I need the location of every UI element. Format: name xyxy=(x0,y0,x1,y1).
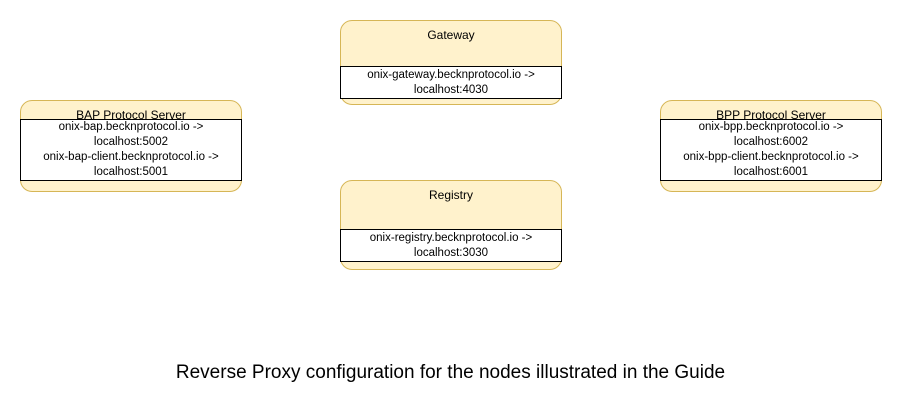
mapping-target: localhost:3030 xyxy=(413,246,489,259)
mapping-target: localhost:5002 xyxy=(93,136,169,148)
node-registry-mappings: onix-registry.becknprotocol.io -> localh… xyxy=(340,229,562,262)
node-bap-protocol-server[interactable]: BAP Protocol Server onix-bap.becknprotoc… xyxy=(20,100,242,192)
node-gateway-mappings: onix-gateway.becknprotocol.io -> localho… xyxy=(340,66,562,99)
node-gateway-title: Gateway xyxy=(427,28,475,42)
node-bpp-title: BPP Protocol Server xyxy=(716,108,826,122)
mapping-source: onix-registry.becknprotocol.io -> xyxy=(369,231,533,244)
diagram-caption: Reverse Proxy configuration for the node… xyxy=(175,362,726,383)
node-registry-title: Registry xyxy=(428,188,473,202)
mapping-source: onix-bpp-client.becknprotocol.io -> xyxy=(683,151,859,163)
node-bpp-protocol-server[interactable]: BPP Protocol Server onix-bpp.becknprotoc… xyxy=(660,100,882,192)
mapping-source: onix-bpp.becknprotocol.io -> xyxy=(698,121,844,133)
node-registry[interactable]: Registry onix-registry.becknprotocol.io … xyxy=(340,180,562,270)
mapping-source: onix-gateway.becknprotocol.io -> xyxy=(367,68,535,81)
mapping-target: localhost:5001 xyxy=(93,166,169,178)
mapping-source: onix-bap-client.becknprotocol.io -> xyxy=(43,151,219,163)
node-bap-title: BAP Protocol Server xyxy=(76,108,186,122)
mapping-target: localhost:6001 xyxy=(733,166,809,178)
node-bap-mappings: onix-bap.becknprotocol.io -> localhost:5… xyxy=(20,119,242,181)
node-gateway[interactable]: Gateway onix-gateway.becknprotocol.io ->… xyxy=(340,20,562,105)
mapping-target: localhost:6002 xyxy=(733,136,809,148)
mapping-source: onix-bap.becknprotocol.io -> xyxy=(58,121,204,133)
node-bpp-mappings: onix-bpp.becknprotocol.io -> localhost:6… xyxy=(660,119,882,181)
mapping-target: localhost:4030 xyxy=(413,83,489,96)
